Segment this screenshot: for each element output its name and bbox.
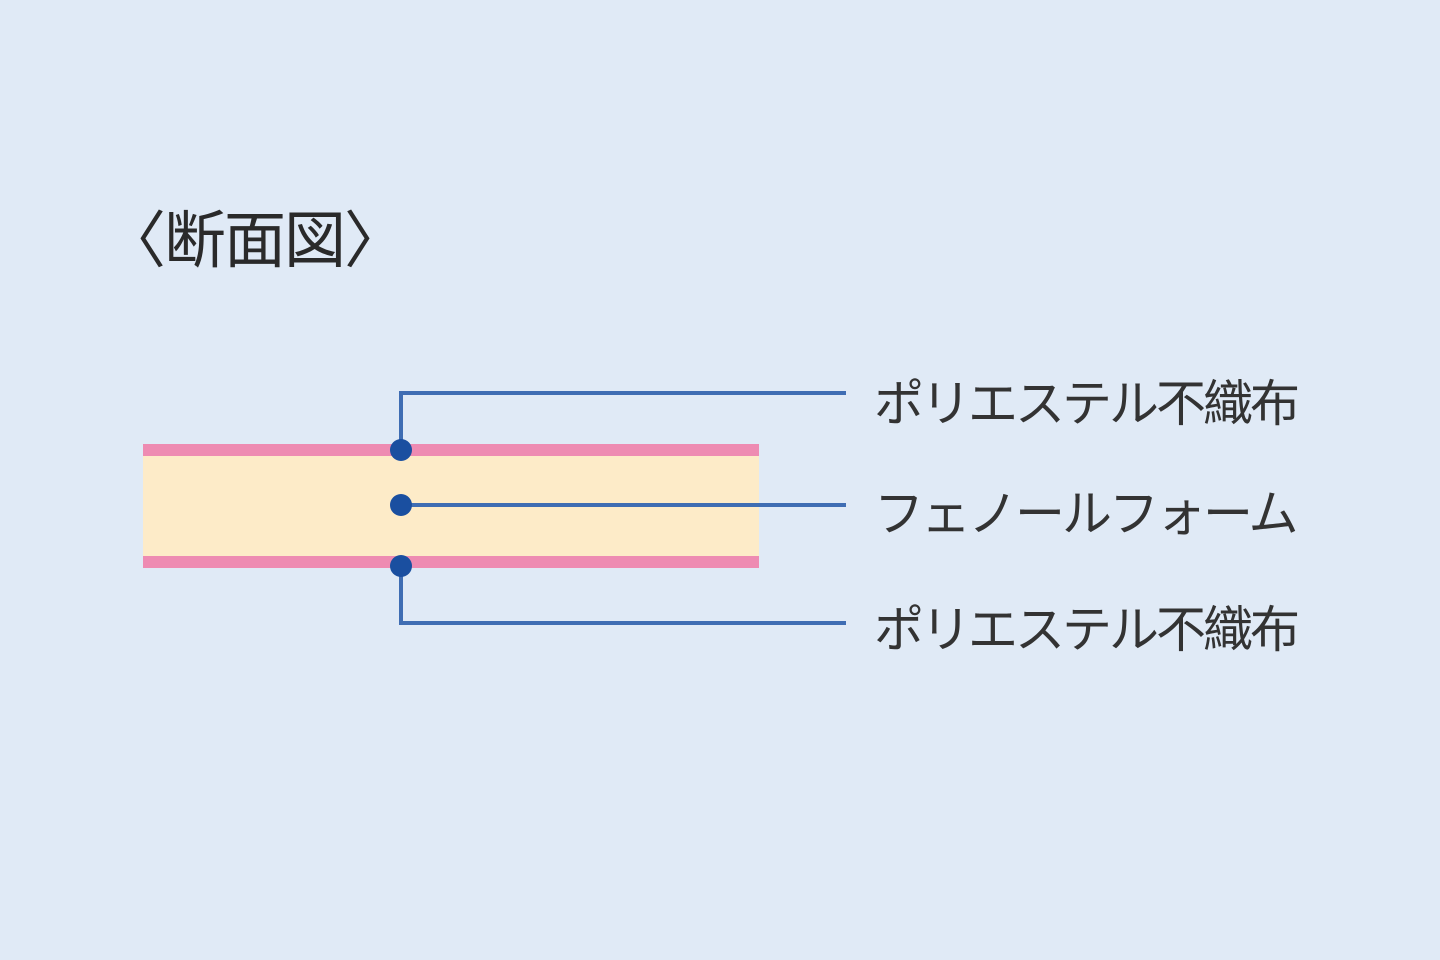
top-facing-layer: [143, 444, 759, 456]
diagram-title: 〈断面図〉: [104, 204, 406, 277]
marker-dot-middle: [390, 494, 412, 516]
label-middle-layer: フェノールフォーム: [874, 485, 1298, 543]
leader-line-top: [399, 391, 846, 450]
bottom-facing-layer: [143, 556, 759, 568]
label-top-layer: ポリエステル不織布: [874, 375, 1300, 433]
marker-dot-bottom: [390, 555, 412, 577]
label-bottom-layer: ポリエステル不織布: [874, 601, 1300, 659]
leader-line-bottom: [399, 566, 846, 625]
marker-dot-top: [390, 439, 412, 461]
